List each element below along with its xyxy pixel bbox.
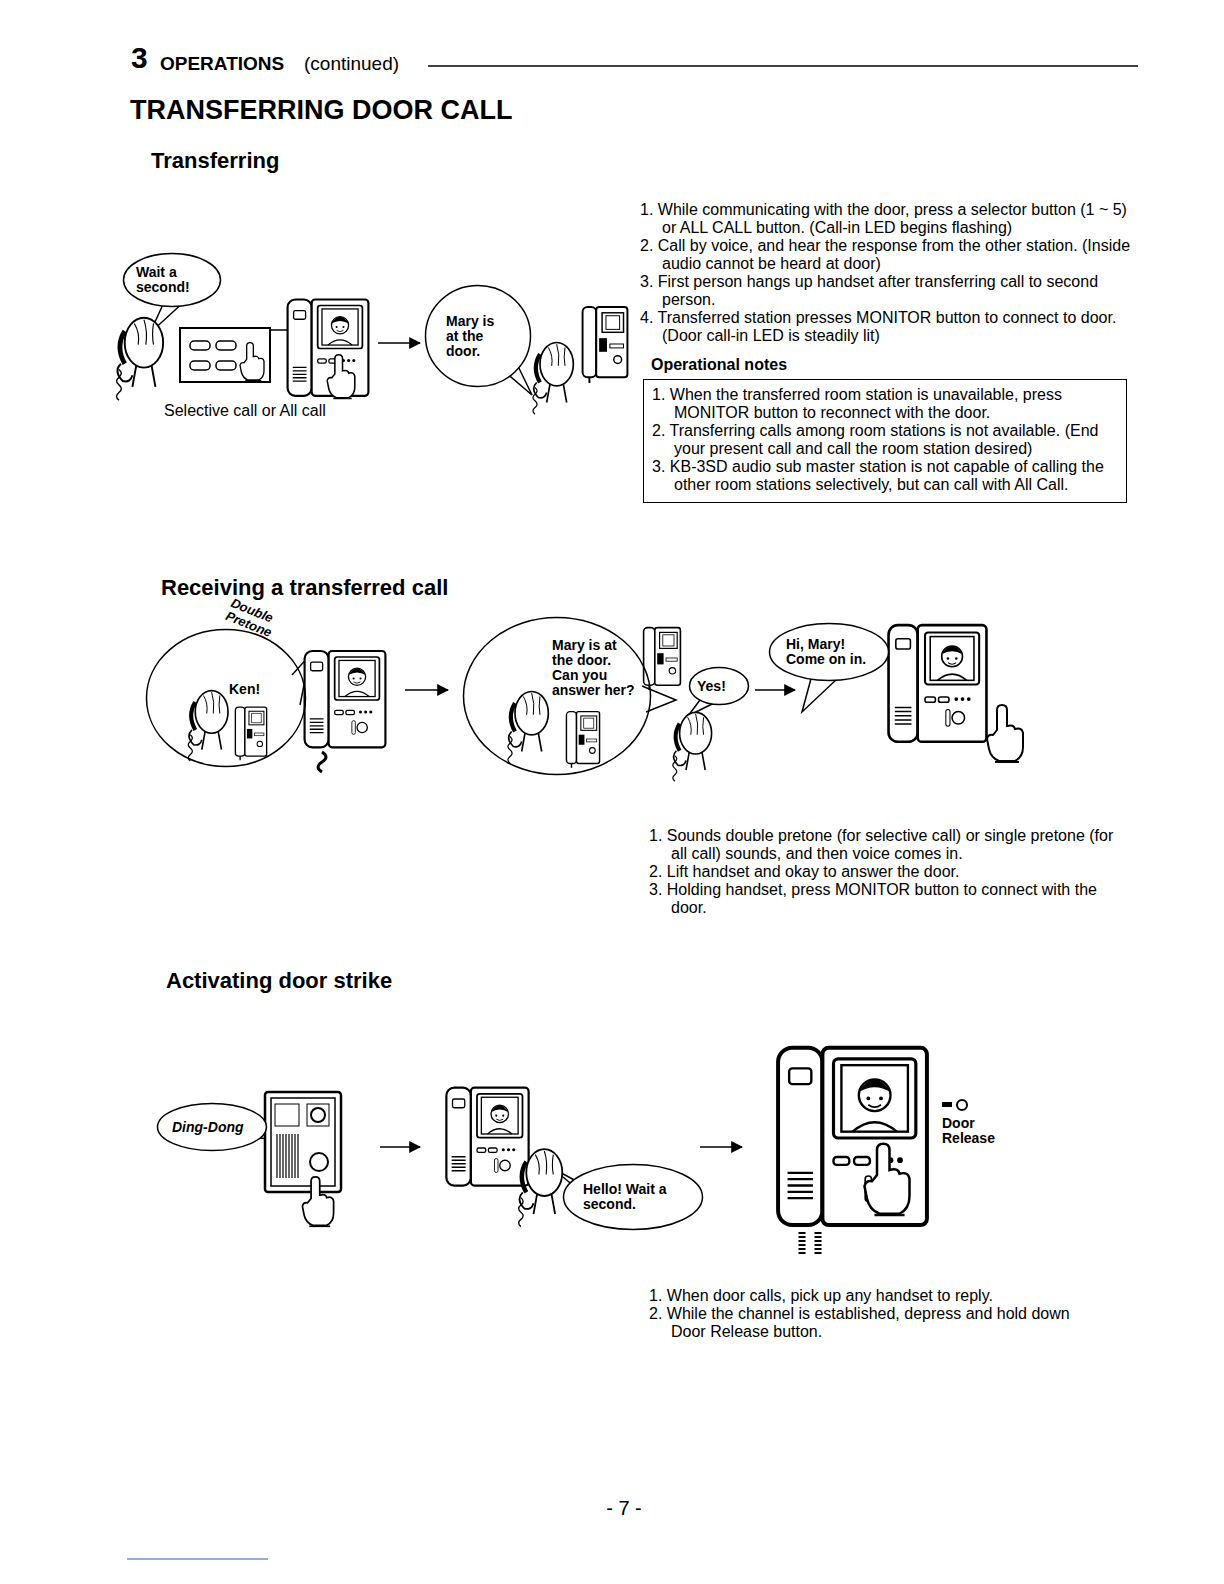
bubble-text: Ding-Dong bbox=[172, 1120, 252, 1135]
section-note: (continued) bbox=[304, 54, 399, 74]
receive-scene bbox=[188, 625, 1023, 781]
speech-bubble: Yes! bbox=[688, 666, 750, 706]
transfer-scene bbox=[117, 299, 628, 414]
speech-bubble: Mary is at the door. bbox=[424, 284, 532, 388]
door-scene bbox=[250, 1048, 967, 1256]
figure-caption: Selective call or All call bbox=[164, 402, 326, 419]
speech-bubble: Wait a second! bbox=[122, 252, 222, 308]
bubble-text: Wait a second! bbox=[136, 265, 208, 295]
bubble-text: Hi, Mary! Come on in. bbox=[786, 637, 872, 667]
notes-heading: Operational notes bbox=[643, 356, 1127, 379]
step-text: 3. Holding handset, press MONITOR button… bbox=[649, 881, 1119, 917]
header-rule bbox=[428, 65, 1138, 67]
step-text: 4. Transferred station presses MONITOR b… bbox=[640, 309, 1140, 345]
section-number: 3 bbox=[131, 42, 148, 74]
tone-label: Double Pretone bbox=[224, 596, 292, 645]
speech-bubble: Mary is at the door. Can you answer her? bbox=[462, 616, 652, 776]
subheading: Activating door strike bbox=[166, 969, 392, 992]
step-text: 1. While communicating with the door, pr… bbox=[640, 201, 1140, 237]
speech-bubble: Ken! bbox=[145, 628, 307, 768]
speech-bubble: Hi, Mary! Come on in. bbox=[768, 622, 890, 682]
speech-bubble: Ding-Dong bbox=[156, 1102, 268, 1152]
button-label: Door Release bbox=[942, 1116, 1014, 1146]
step-text: 1. When door calls, pick up any handset … bbox=[649, 1287, 1099, 1305]
step-text: 2. While the channel is established, dep… bbox=[649, 1305, 1099, 1341]
bubble-text: Mary is at the door. bbox=[446, 314, 510, 359]
step-text: 2. Call by voice, and hear the response … bbox=[640, 237, 1140, 273]
step-list: 1. While communicating with the door, pr… bbox=[640, 201, 1140, 345]
note-text: 2. Transferring calls among room station… bbox=[652, 422, 1118, 458]
step-text: 1. Sounds double pretone (for selective … bbox=[649, 827, 1119, 863]
step-list: 1. Sounds double pretone (for selective … bbox=[649, 827, 1119, 917]
section-heading: OPERATIONS bbox=[160, 54, 284, 74]
bubble-text: Ken! bbox=[229, 682, 289, 697]
bubble-outline bbox=[145, 628, 307, 768]
page-number: - 7 - bbox=[584, 1498, 664, 1519]
bubble-text: Hello! Wait a second. bbox=[583, 1182, 683, 1212]
speech-bubble: Hello! Wait a second. bbox=[562, 1163, 704, 1231]
note-text: 1. When the transferred room station is … bbox=[652, 386, 1118, 422]
notes-frame: 1. When the transferred room station is … bbox=[643, 379, 1127, 503]
step-text: 2. Lift handset and okay to answer the d… bbox=[649, 863, 1119, 881]
note-text: 3. KB-3SD audio sub master station is no… bbox=[652, 458, 1118, 494]
subheading: Receiving a transferred call bbox=[161, 576, 448, 599]
subheading: Transferring bbox=[151, 149, 279, 172]
notes-box: Operational notes 1. When the transferred… bbox=[643, 356, 1127, 503]
bubble-text: Mary is at the door. Can you answer her? bbox=[552, 638, 636, 698]
step-text: 3. First person hangs up handset after t… bbox=[640, 273, 1140, 309]
page-title: TRANSFERRING DOOR CALL bbox=[130, 95, 512, 126]
page-rule bbox=[127, 1559, 268, 1560]
step-list: 1. When door calls, pick up any handset … bbox=[649, 1287, 1099, 1341]
bubble-text: Yes! bbox=[697, 679, 741, 694]
